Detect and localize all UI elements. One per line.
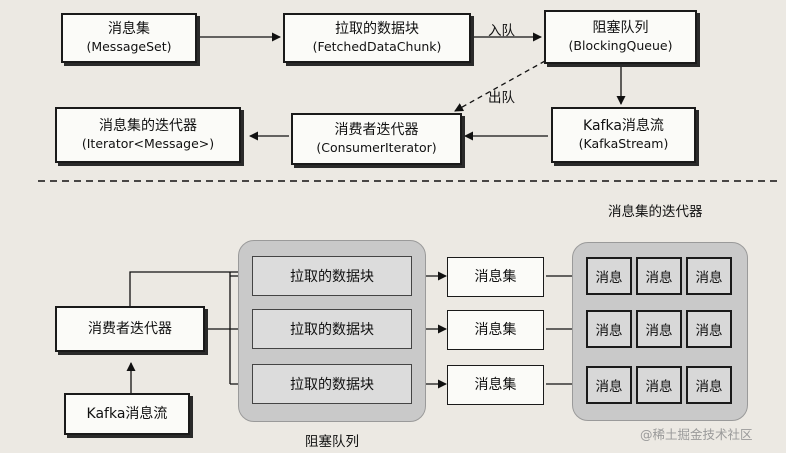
kafka-stream-en: (KafkaStream) — [578, 136, 669, 151]
enqueue-label: 入队 — [488, 23, 515, 39]
consumer-iterator-box: 消费者迭代器 (ConsumerIterator) — [291, 113, 462, 165]
iterator-caption: 消息集的迭代器 — [608, 204, 703, 220]
message-cell: 消息 — [586, 366, 632, 404]
arrow-dequeue — [454, 60, 546, 112]
message-cell: 消息 — [686, 310, 732, 348]
blocking-queue-box: 阻塞队列 (BlockingQueue) — [544, 10, 697, 64]
fetched-chunk-en: (FetchedDataChunk) — [312, 39, 442, 54]
kafka-stream-box: Kafka消息流 (KafkaStream) — [551, 107, 696, 163]
fetched-chunk-3: 拉取的数据块 — [252, 364, 412, 404]
message-set-2: 消息集 — [447, 310, 544, 350]
message-cell: 消息 — [586, 257, 632, 295]
message-cell: 消息 — [636, 257, 682, 295]
fetched-chunk-box: 拉取的数据块 (FetchedDataChunk) — [283, 13, 471, 63]
blocking-queue-name: 阻塞队列 — [592, 20, 649, 37]
iterator-name: 消息集的迭代器 — [99, 118, 197, 135]
dequeue-label: 出队 — [488, 90, 515, 106]
message-set-en: (MessageSet) — [86, 39, 172, 54]
arrow-panel-to-consumer — [125, 271, 238, 317]
iterator-en: (Iterator<Message>) — [81, 136, 215, 151]
message-cell: 消息 — [636, 366, 682, 404]
fetched-chunk-2: 拉取的数据块 — [252, 309, 412, 349]
message-set-3-label: 消息集 — [474, 376, 517, 393]
consumer-iterator-bottom-label: 消费者迭代器 — [88, 320, 172, 337]
consumer-iterator-en: (ConsumerIterator) — [316, 140, 437, 155]
fetched-chunk-1: 拉取的数据块 — [252, 256, 412, 296]
kafka-stream-name: Kafka消息流 — [583, 118, 664, 135]
iterator-box: 消息集的迭代器 (Iterator<Message>) — [55, 107, 241, 163]
message-set-2-label: 消息集 — [474, 321, 517, 338]
message-set-1: 消息集 — [447, 257, 544, 297]
message-cell: 消息 — [686, 257, 732, 295]
blocking-queue-en: (BlockingQueue) — [568, 38, 673, 53]
message-set-box: 消息集 (MessageSet) — [61, 13, 197, 63]
watermark: @稀土掘金技术社区 — [640, 427, 753, 442]
kafka-stream-bottom-box: Kafka消息流 — [64, 393, 190, 435]
consumer-iterator-bottom-box: 消费者迭代器 — [55, 306, 205, 352]
message-cell: 消息 — [586, 310, 632, 348]
fetched-chunk-name: 拉取的数据块 — [335, 21, 419, 38]
consumer-iterator-name: 消费者迭代器 — [334, 122, 419, 139]
message-set-3: 消息集 — [447, 365, 544, 405]
message-set-name: 消息集 — [108, 21, 150, 38]
queue-caption: 阻塞队列 — [305, 434, 359, 450]
message-cell: 消息 — [686, 366, 732, 404]
message-cell: 消息 — [636, 310, 682, 348]
message-set-1-label: 消息集 — [474, 268, 517, 285]
kafka-stream-bottom-label: Kafka消息流 — [86, 405, 168, 422]
